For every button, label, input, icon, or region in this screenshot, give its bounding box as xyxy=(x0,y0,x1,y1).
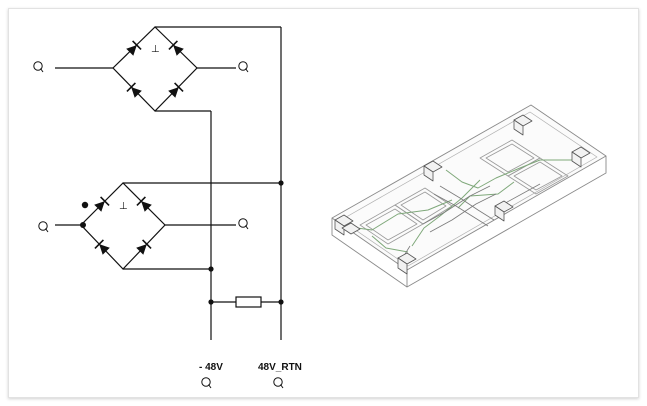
terminal-neg48v xyxy=(201,377,212,389)
package-outline xyxy=(331,104,607,288)
polarity-dot xyxy=(81,201,89,209)
ground-glyph-top: ⊥ xyxy=(151,44,160,55)
bridge-rectifier-bottom xyxy=(55,182,281,270)
terminal-out1 xyxy=(238,61,249,73)
terminal-ac1 xyxy=(33,61,44,73)
junction-dot-input xyxy=(80,222,86,228)
label-48v-rtn: 48V_RTN xyxy=(258,362,302,373)
module-3d-view xyxy=(331,104,607,288)
terminal-ac2 xyxy=(38,221,49,233)
resistor-branch xyxy=(211,296,281,308)
terminal-posts xyxy=(334,114,591,275)
junction-dots xyxy=(208,180,284,305)
ground-glyph-bottom: ⊥ xyxy=(119,201,128,212)
terminal-out2 xyxy=(238,218,249,230)
green-interconnects xyxy=(341,159,580,253)
figure-frame xyxy=(8,8,639,398)
schematic xyxy=(55,26,282,340)
label-neg-48v: - 48V xyxy=(199,362,223,373)
terminal-rtn xyxy=(273,377,284,389)
